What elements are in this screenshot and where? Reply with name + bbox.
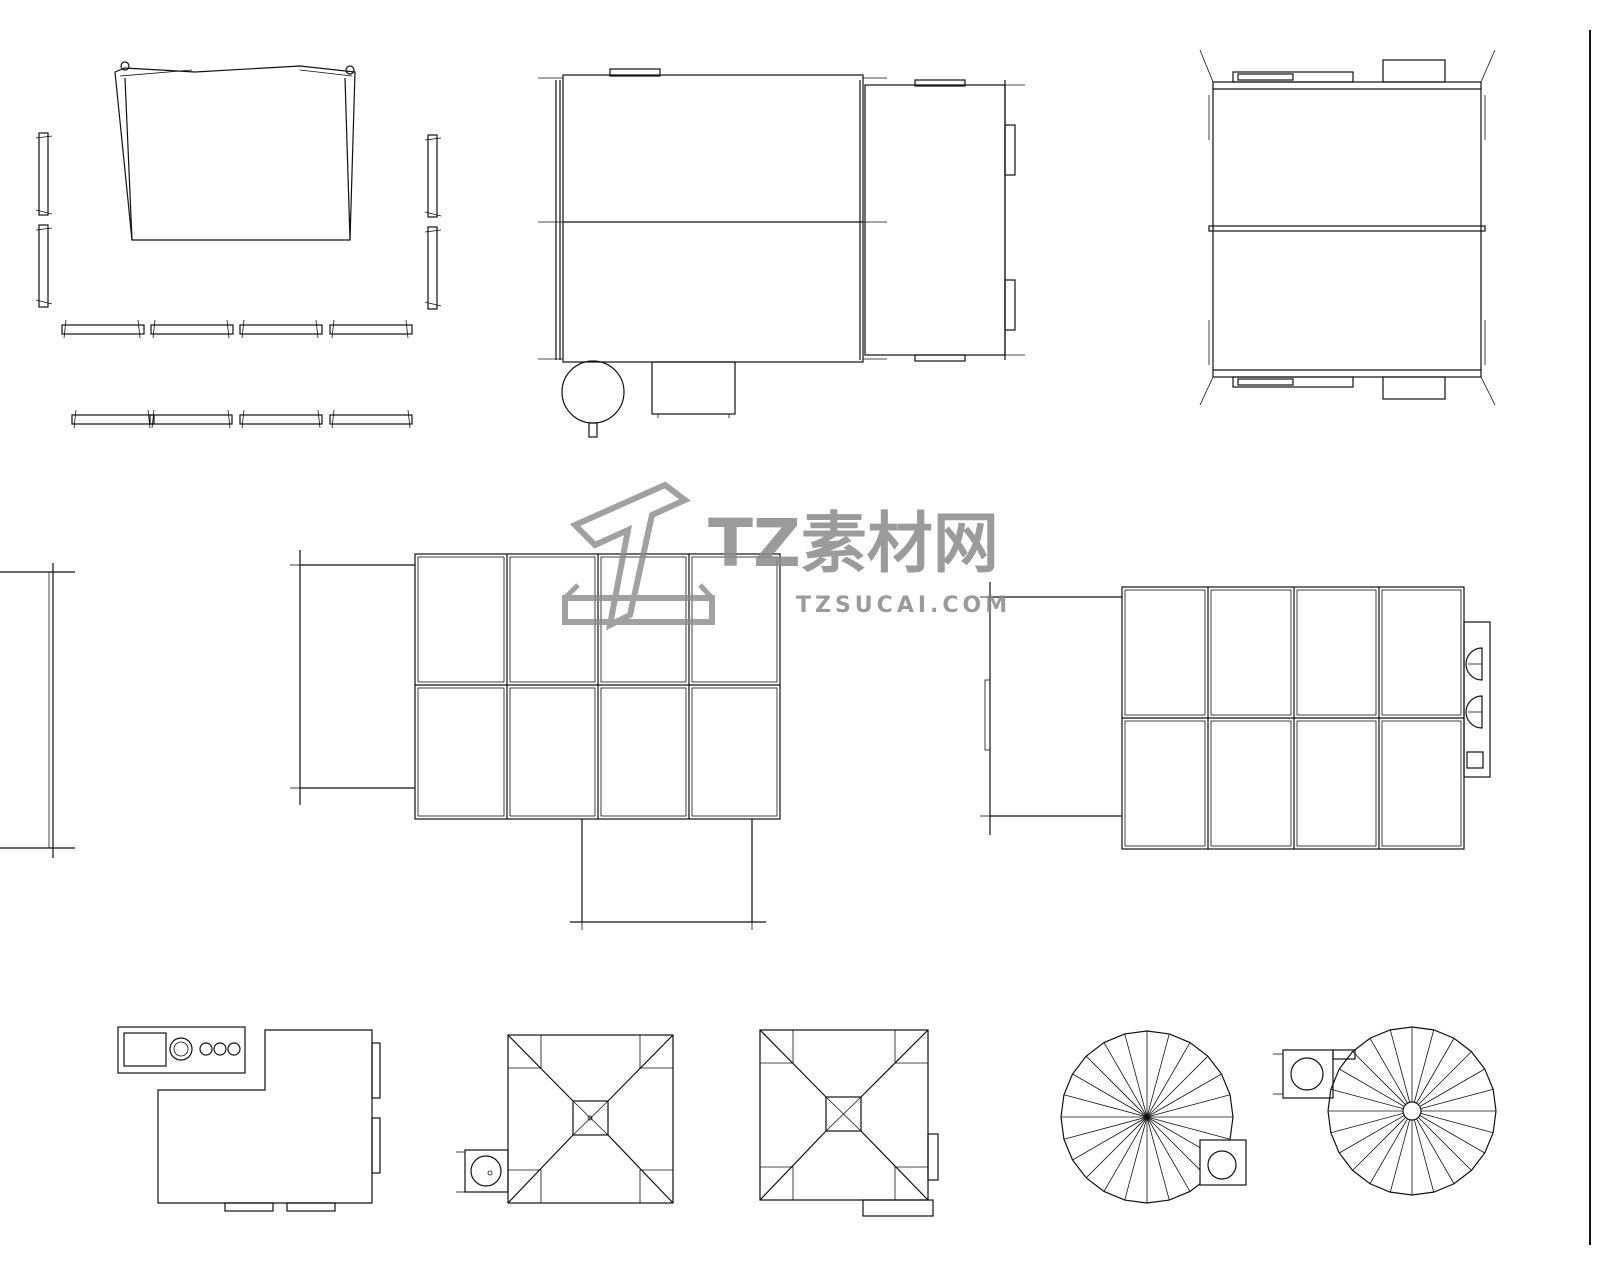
umbrella-left [1060,1030,1234,1204]
umbrella-rib [1146,1116,1170,1201]
umbrella-rib [1411,1068,1485,1112]
umbrella-rib [1072,1116,1148,1161]
umbrella-rib [1146,1073,1222,1118]
umbrella-rib [1411,1051,1472,1112]
watermark-brand: TZ素材网 [708,505,999,582]
watermark-logo-icon [562,481,715,631]
watermark-url: TZSUCAI.COM [796,593,1011,618]
umbrella-rib [1103,1042,1148,1118]
umbrella-rib [1411,1029,1435,1112]
umbrella-rib [1124,1033,1148,1118]
umbrella-hub [1402,1101,1422,1121]
umbrella-rib [1411,1038,1455,1112]
tent-frame-parts [35,61,442,429]
hip-roof-pavilion-right [759,1029,939,1217]
umbrella-rib [1352,1110,1413,1171]
umbrella-rib [1124,1116,1148,1201]
umbrella-right [1327,1026,1497,1196]
hip-roof-pavilion-left [456,1034,674,1204]
l-shaped-counter [117,1026,381,1212]
umbrella-rib [1146,1116,1231,1140]
umbrella-rib [1146,1055,1209,1118]
umbrella-rib [1146,1042,1191,1118]
umbrella-rib [1146,1116,1209,1179]
umbrella-rib [1146,1033,1170,1118]
umbrella-rib [1146,1094,1231,1118]
umbrella-rib [1063,1094,1148,1118]
round-umbrellas [1060,1026,1497,1204]
umbrella-rib [1389,1029,1413,1112]
wall-elevation [0,563,75,858]
umbrella-rib [1146,1116,1191,1192]
eight-panel-canopy-center [290,550,781,930]
double-canopy-plan [538,68,1025,438]
watermark: TZ素材网 TZSUCAI.COM [562,481,1011,631]
gable-canopy-plan [1199,49,1496,406]
umbrella-rib [1339,1068,1413,1112]
umbrella-rib [1369,1110,1413,1184]
umbrella-rib [1330,1110,1413,1134]
umbrella-rib [1072,1073,1148,1118]
umbrella-rib [1103,1116,1148,1192]
eight-panel-canopy-right [980,582,1491,850]
umbrella-rib [1352,1051,1413,1112]
umbrella-rib [1063,1116,1148,1140]
umbrella-rib [1389,1110,1413,1193]
umbrella-rib [1411,1110,1455,1184]
umbrella-rib [1411,1110,1485,1154]
umbrella-rib [1411,1110,1435,1193]
umbrella-rib [1085,1055,1148,1118]
umbrella-rib [1085,1116,1148,1179]
umbrella-rib [1411,1110,1472,1171]
umbrella-rib [1369,1038,1413,1112]
umbrella-rib [1330,1088,1413,1112]
umbrella-rib [1411,1110,1494,1134]
umbrella-rib [1339,1110,1413,1154]
umbrella-rib [1411,1088,1494,1112]
